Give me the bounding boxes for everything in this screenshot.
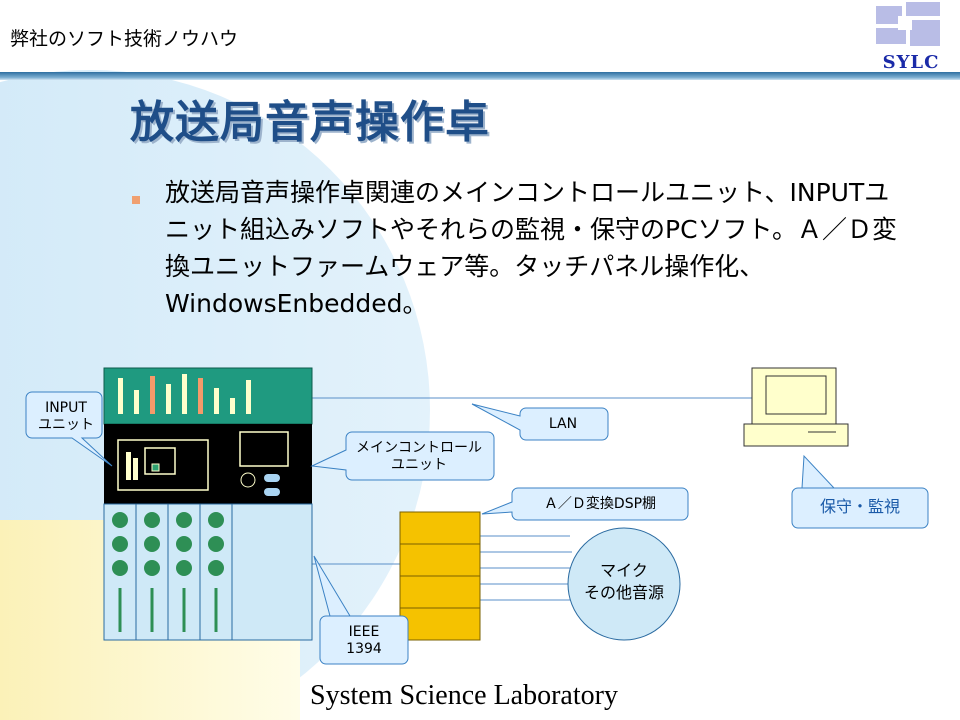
main-control-label: メインコントロールユニット bbox=[356, 440, 482, 473]
bullet-text: 放送局音声操作卓関連のメインコントロールユニット、INPUTユニット組込みソフト… bbox=[165, 178, 898, 318]
connection-lines bbox=[312, 397, 752, 601]
ad-dsp-rack bbox=[399, 511, 481, 641]
header-divider bbox=[0, 72, 960, 80]
knobs bbox=[112, 512, 224, 576]
ad-dsp-label: Ａ／Ｄ変換DSP棚 bbox=[543, 496, 657, 512]
slide-title: 放送局音声操作卓 bbox=[130, 97, 490, 148]
lan-label: LAN bbox=[548, 416, 578, 432]
footer-text: System Science Laboratory bbox=[310, 680, 618, 711]
level-meters bbox=[118, 374, 251, 414]
faders bbox=[118, 588, 218, 632]
mic-label: マイクその他音源 bbox=[583, 561, 664, 602]
bullet-icon bbox=[132, 196, 140, 204]
mic-source-circle bbox=[567, 527, 681, 641]
channel-strips bbox=[103, 503, 313, 641]
maintenance-label: 保守・監視 bbox=[819, 497, 900, 516]
input-unit-panel bbox=[104, 424, 232, 504]
sylc-logo-text: SYLC bbox=[882, 52, 940, 73]
header-title: 弊社のソフト技術ノウハウ bbox=[10, 28, 239, 50]
callouts bbox=[25, 391, 929, 665]
sylc-logo-icon bbox=[876, 2, 940, 46]
pc-icon bbox=[743, 367, 849, 447]
